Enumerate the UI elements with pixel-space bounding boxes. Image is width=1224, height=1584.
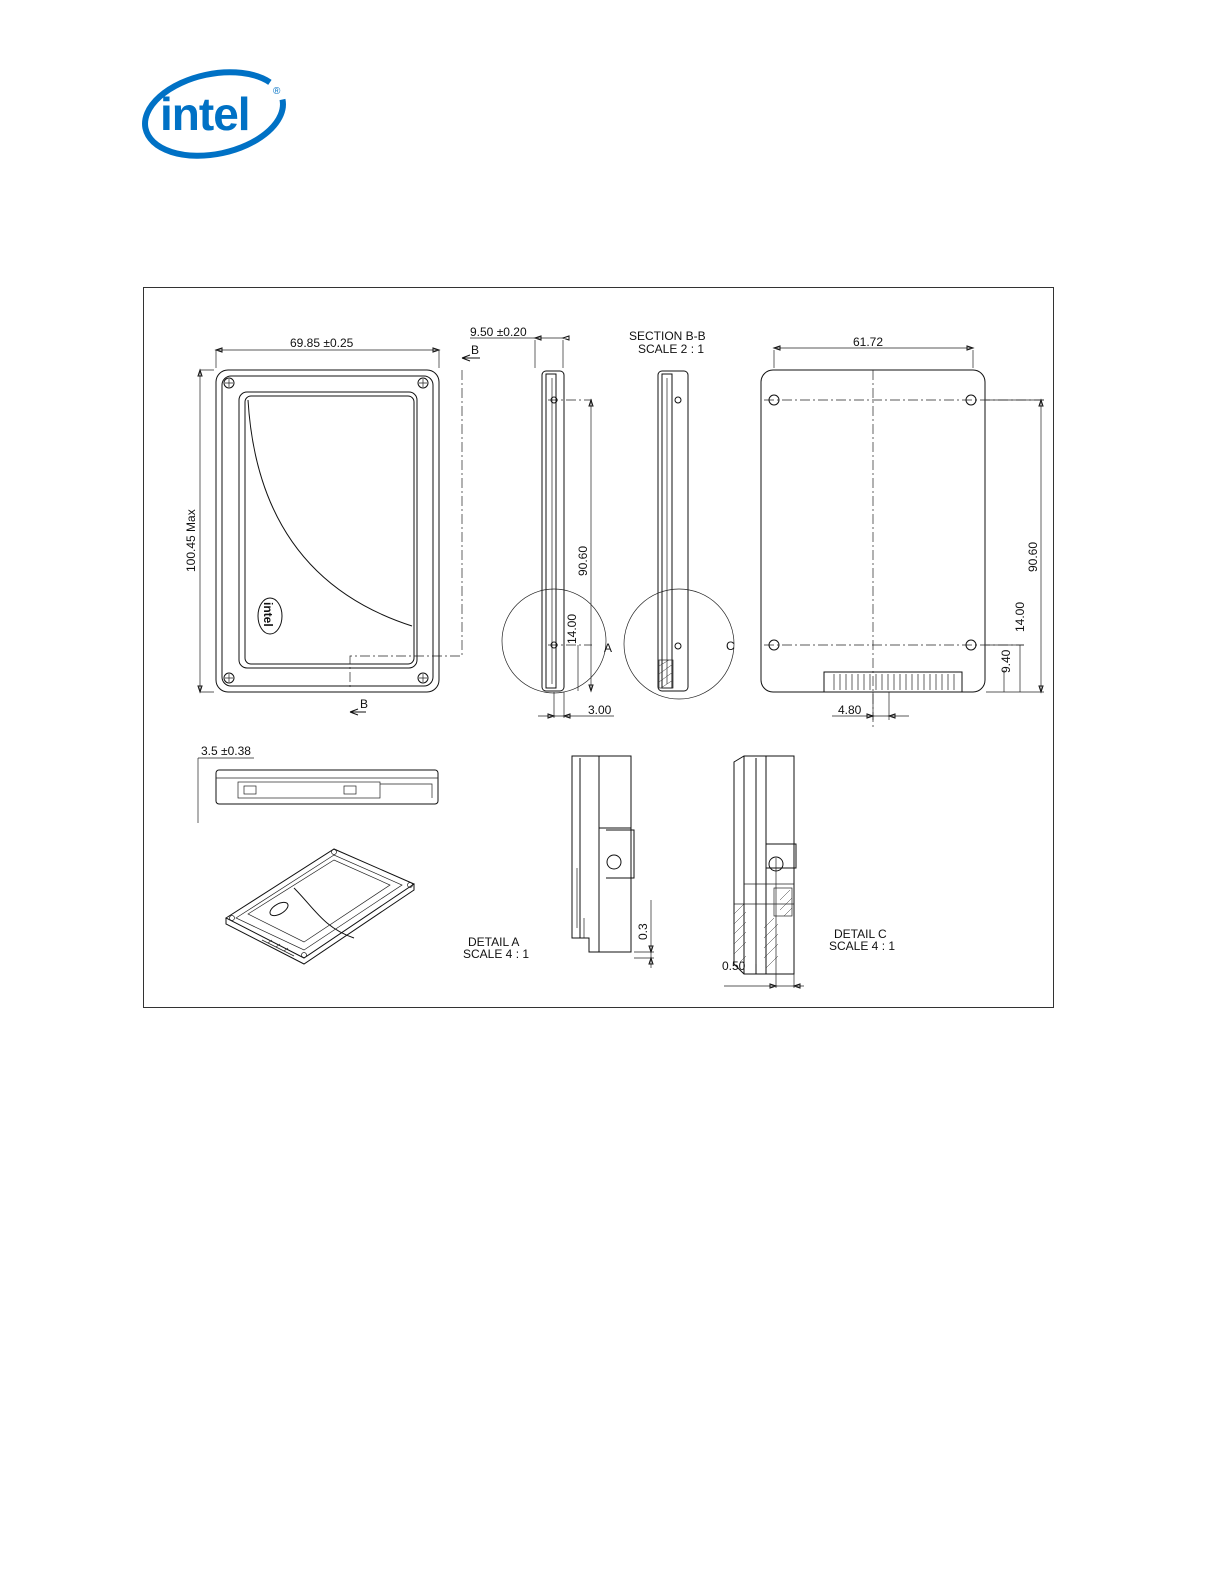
product-logo-mark: intel	[261, 602, 275, 627]
detail-c-marker: C	[726, 639, 735, 653]
dim-edge-offset: 3.00	[588, 703, 612, 717]
side-view: 9.50 ±0.20 A 90.60 14.00 3.00	[470, 325, 614, 718]
detail-a-scale: SCALE 4 : 1	[463, 947, 529, 961]
dim-thickness-side: 9.50 ±0.20	[470, 325, 527, 339]
dim-width-bottom: 61.72	[853, 335, 883, 349]
dim-width-top: 69.85 ±0.25	[290, 336, 354, 350]
bottom-view: 61.72 90.60 14.00 9.40 4.80	[761, 335, 1044, 728]
section-marker-top: B	[471, 343, 479, 357]
dim-hole-offset-side: 14.00	[565, 614, 579, 644]
dim-detail-a-gap: 0.3	[636, 923, 650, 940]
front-view: intel B B 69.85 ±0.25 100.45 Max	[184, 336, 480, 715]
section-title: SECTION B-B	[629, 329, 706, 343]
detail-c-view: 0.50 DETAIL C SCALE 4 : 1	[722, 756, 895, 988]
intel-logo: intel ®	[140, 62, 292, 162]
section-scale: SCALE 2 : 1	[638, 342, 704, 356]
screw-icon	[418, 378, 428, 388]
screw-icon	[224, 673, 234, 683]
section-b-b-view: SECTION B-B SCALE 2 : 1 C	[624, 329, 735, 699]
detail-a-marker: A	[604, 641, 612, 655]
screw-icon	[224, 378, 234, 388]
logo-registered-mark: ®	[273, 86, 281, 97]
edge-view: 3.5 ±0.38	[198, 744, 438, 823]
mechanical-drawing-frame: intel B B 69.85 ±0.25 100.45 Max 9.50 ±0…	[143, 287, 1054, 1008]
section-marker-bottom: B	[360, 697, 368, 711]
logo-wordmark: intel	[160, 88, 250, 140]
dim-hole-offset-bottom: 14.00	[1013, 602, 1027, 632]
dim-hole-span-bottom: 90.60	[1026, 542, 1040, 572]
screw-icon	[418, 673, 428, 683]
detail-c-scale: SCALE 4 : 1	[829, 939, 895, 953]
dim-connector-width: 4.80	[838, 703, 862, 717]
detail-a-view: 0.3 DETAIL A SCALE 4 : 1	[463, 756, 654, 968]
dim-height-max: 100.45 Max	[184, 509, 198, 572]
dim-thickness-edge: 3.5 ±0.38	[201, 744, 251, 758]
dim-hole-span-side: 90.60	[576, 546, 590, 576]
ssd-mechanical-drawing: intel B B 69.85 ±0.25 100.45 Max 9.50 ±0…	[144, 288, 1055, 1009]
dim-detail-c-gap: 0.50	[722, 959, 746, 973]
isometric-view	[226, 849, 414, 964]
dim-connector-offset: 9.40	[999, 649, 1013, 673]
